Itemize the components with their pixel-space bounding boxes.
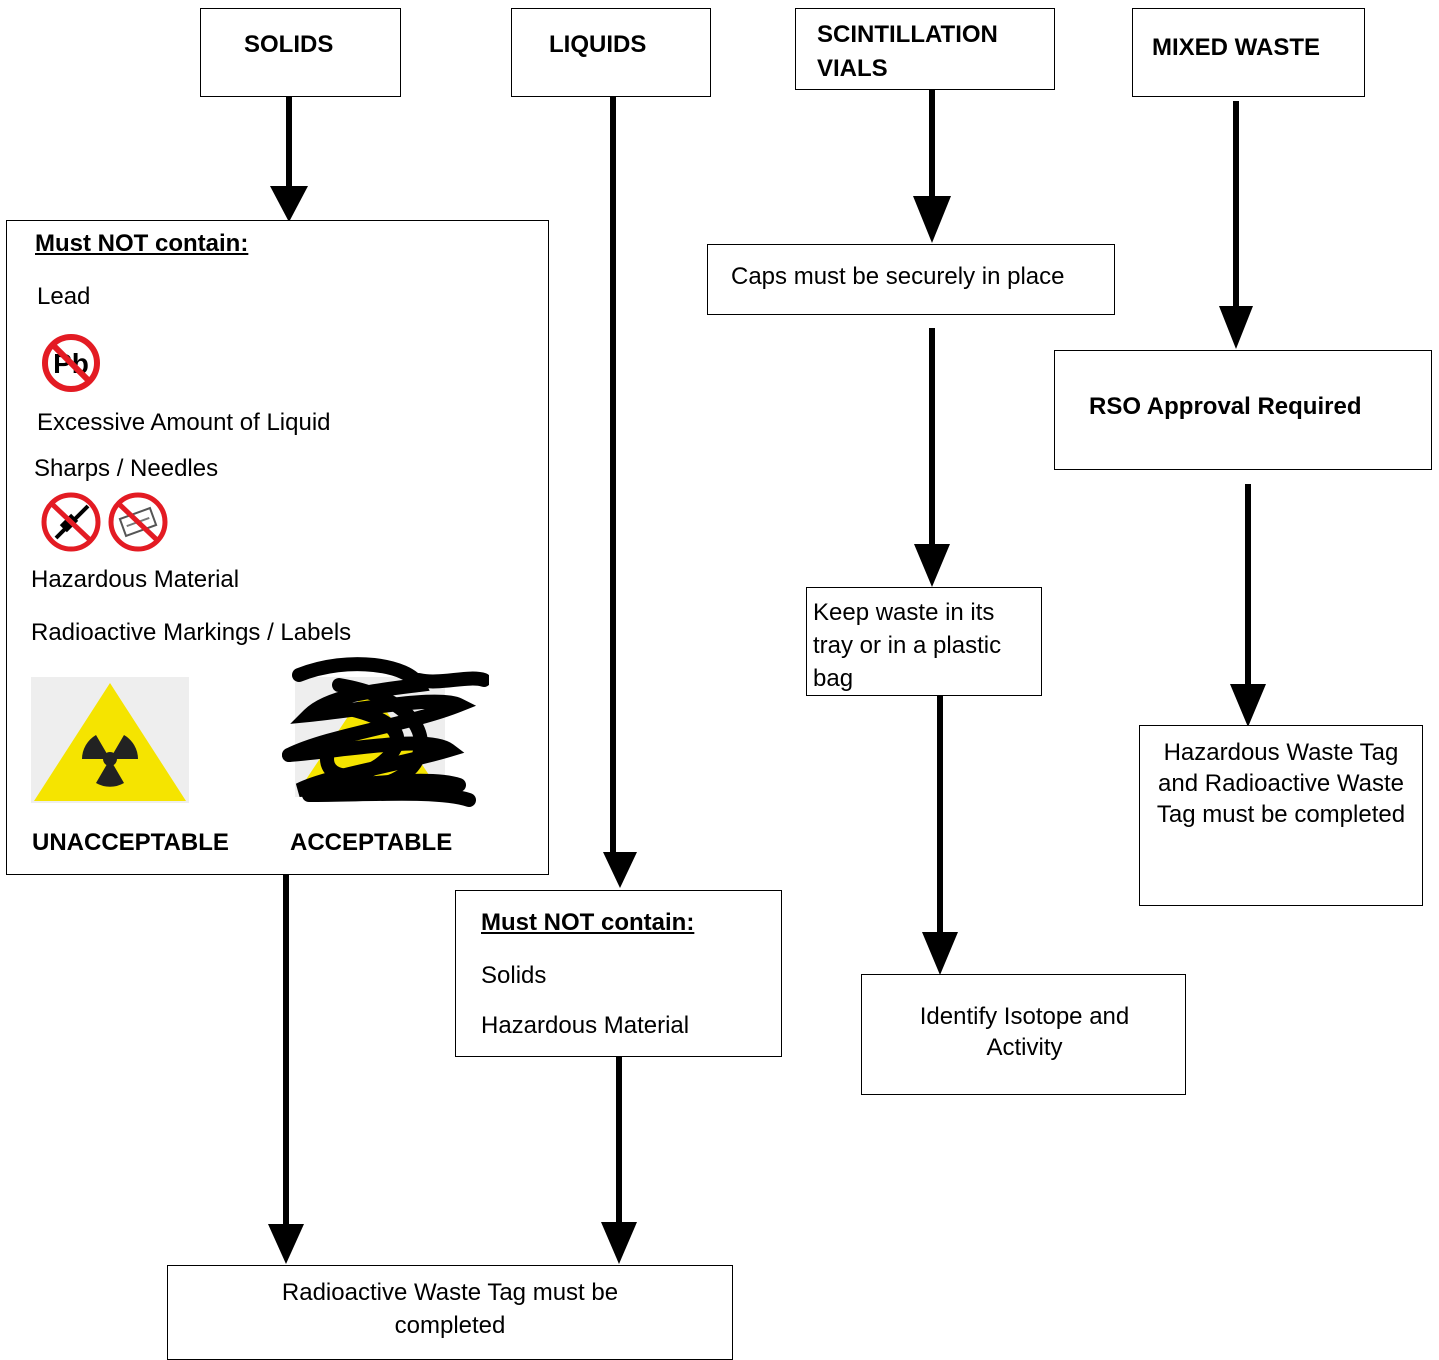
no-needles-icon bbox=[41, 492, 101, 552]
rso-approval-box: RSO Approval Required bbox=[1054, 350, 1432, 470]
final-tag-text: Radioactive Waste Tag must be completed bbox=[281, 1279, 619, 1339]
solids-item-lead: Lead bbox=[37, 283, 91, 310]
solids-heading: Must NOT contain: bbox=[35, 230, 249, 257]
header-solids-label: SOLIDS bbox=[244, 31, 334, 58]
arrowhead bbox=[268, 1224, 304, 1264]
arrowhead bbox=[913, 196, 951, 243]
solids-restrictions-box: Must NOT contain: Lead Pb Excessive Amou… bbox=[6, 220, 549, 875]
caps-box: Caps must be securely in place bbox=[707, 244, 1115, 315]
header-scintillation-label: SCINTILLATION VIALS bbox=[817, 21, 998, 82]
header-mixed-label: MIXED WASTE bbox=[1152, 34, 1321, 61]
identify-box: Identify Isotope and Activity bbox=[861, 974, 1186, 1095]
no-lead-icon: Pb bbox=[42, 334, 100, 392]
no-razor-blade-icon bbox=[108, 492, 168, 552]
arrowhead bbox=[603, 852, 637, 888]
header-liquids: LIQUIDS bbox=[511, 8, 711, 97]
solids-item-markings: Radioactive Markings / Labels bbox=[31, 619, 352, 646]
header-mixed: MIXED WASTE bbox=[1132, 8, 1365, 97]
solids-item-hazardous: Hazardous Material bbox=[31, 566, 240, 593]
liquids-item-solids: Solids bbox=[481, 962, 547, 989]
header-liquids-label: LIQUIDS bbox=[549, 31, 647, 58]
identify-text: Identify Isotope and Activity bbox=[919, 1003, 1130, 1061]
final-tag-box: Radioactive Waste Tag must be completed bbox=[167, 1265, 733, 1360]
arrowhead bbox=[601, 1222, 637, 1264]
arrowhead bbox=[914, 544, 950, 587]
mixed-tags-box: Hazardous Waste Tag and Radioactive Wast… bbox=[1139, 725, 1423, 906]
solids-item-liquid: Excessive Amount of Liquid bbox=[37, 409, 331, 436]
arrowhead bbox=[270, 186, 308, 222]
keep-waste-box: Keep waste in its tray or in a plastic b… bbox=[806, 587, 1042, 696]
liquids-item-hazardous: Hazardous Material bbox=[481, 1012, 690, 1039]
liquids-restrictions-box: Must NOT contain: Solids Hazardous Mater… bbox=[455, 890, 782, 1057]
liquids-heading: Must NOT contain: bbox=[481, 909, 695, 936]
rso-approval-text: RSO Approval Required bbox=[1089, 393, 1362, 420]
mixed-tags-text: Hazardous Waste Tag and Radioactive Wast… bbox=[1156, 739, 1406, 828]
radiation-symbol-icon bbox=[31, 677, 189, 803]
keep-waste-text: Keep waste in its tray or in a plastic b… bbox=[813, 599, 1002, 692]
arrowhead bbox=[922, 932, 958, 975]
arrowhead bbox=[1219, 306, 1253, 349]
solids-item-sharps: Sharps / Needles bbox=[34, 455, 219, 482]
header-solids: SOLIDS bbox=[200, 8, 401, 97]
label-unacceptable: UNACCEPTABLE bbox=[32, 829, 229, 856]
label-acceptable: ACCEPTABLE bbox=[290, 829, 453, 856]
defaced-radiation-symbol-icon bbox=[282, 657, 489, 807]
caps-text: Caps must be securely in place bbox=[731, 263, 1065, 290]
header-scintillation: SCINTILLATION VIALS bbox=[795, 8, 1055, 90]
arrowhead bbox=[1230, 684, 1266, 727]
